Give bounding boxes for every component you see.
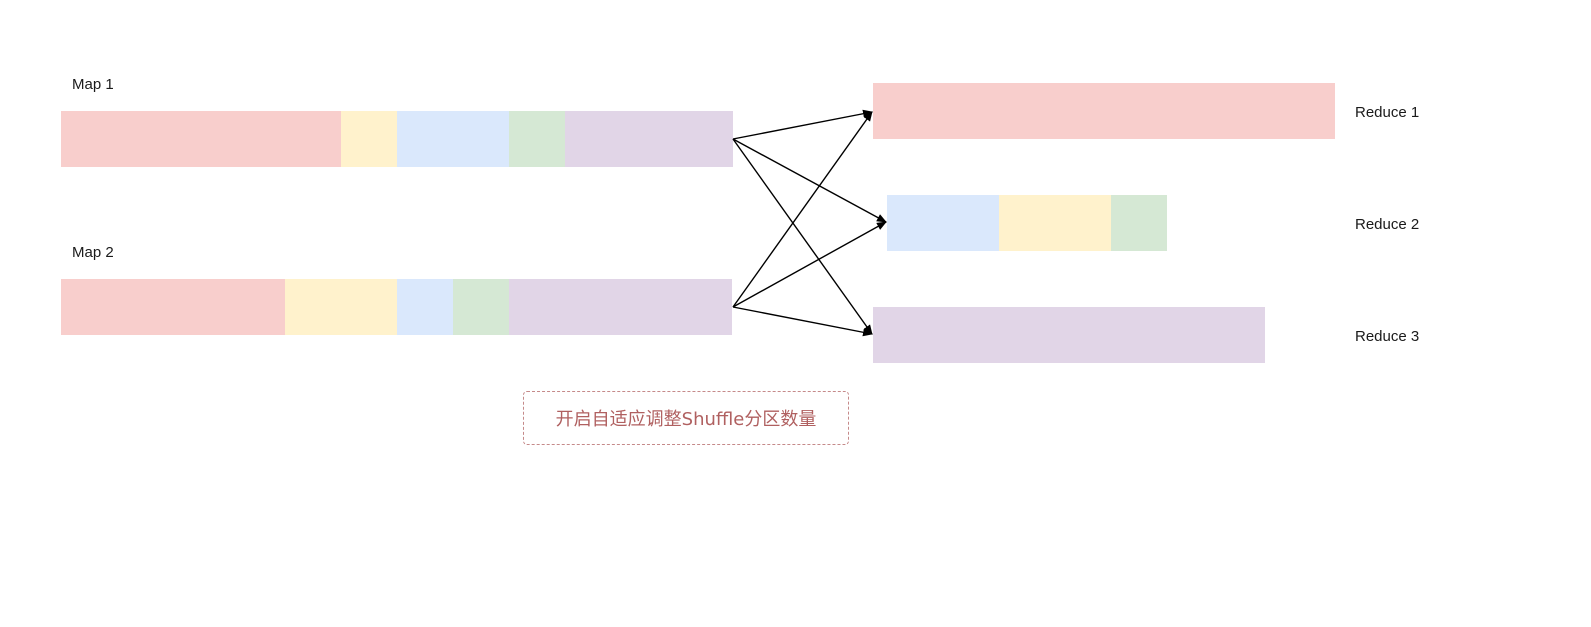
arrow-map1-reduce2 [732, 138, 887, 223]
map-2-segment-purple [508, 279, 733, 335]
map-2-label: Map 2 [72, 244, 114, 261]
reduce-3-bar [873, 307, 1265, 363]
note-text: 开启自适应调整Shuffle分区数量 [555, 409, 817, 430]
reduce-2-label: Reduce 2 [1355, 216, 1420, 233]
map-1-bar [61, 111, 733, 167]
reduce-2-segment-yellow [999, 195, 1111, 251]
arrow-map2-reduce3 [732, 306, 873, 337]
map-1-segment-blue [397, 111, 510, 167]
map-1-segment-green [509, 111, 565, 167]
reduce-1-segment-red [873, 83, 1335, 139]
reduce-1-label: Reduce 1 [1355, 104, 1420, 121]
map-1-segment-purple [565, 111, 733, 167]
adaptive-partition-note: 开启自适应调整Shuffle分区数量 [523, 391, 849, 445]
reduce-2-segment-green [1111, 195, 1167, 251]
map-2-segment-green [452, 279, 509, 335]
reduce-2-segment-blue [887, 195, 999, 251]
map-2-segment-blue [396, 279, 453, 335]
map-1-segment-yellow [341, 111, 397, 167]
reduce-1-bar [873, 83, 1335, 139]
reduce-2-bar [887, 195, 1167, 251]
map-1-segment-red [61, 111, 342, 167]
arrow-map2-reduce1 [732, 111, 873, 308]
reduce-3-label: Reduce 3 [1355, 328, 1420, 345]
map-2-segment-yellow [284, 279, 397, 335]
arrow-map1-reduce1 [732, 109, 873, 140]
reduce-3-segment-purple [873, 307, 1265, 363]
arrow-map2-reduce2 [732, 221, 887, 308]
map-2-bar [61, 279, 733, 335]
map-1-label: Map 1 [72, 76, 114, 93]
map-2-segment-red [61, 279, 285, 335]
arrow-map1-reduce3 [732, 138, 873, 335]
